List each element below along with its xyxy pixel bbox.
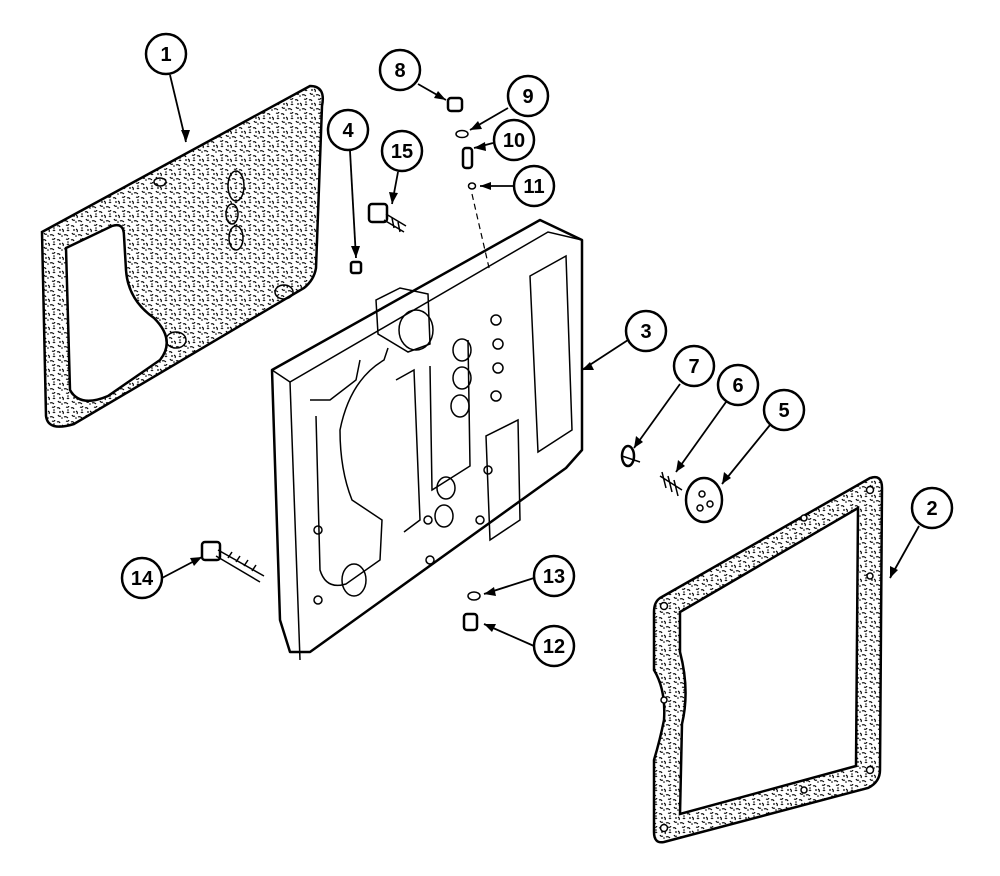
oring-part-9 <box>455 129 469 139</box>
gasket-frame-part-2 <box>652 475 884 844</box>
oring-part-11 <box>467 182 477 190</box>
callout-13: 13 <box>532 554 576 598</box>
callout-2: 2 <box>910 486 954 530</box>
callout-8-label: 8 <box>394 60 405 82</box>
callout-4: 4 <box>326 108 370 152</box>
callout-6-label: 6 <box>732 375 743 397</box>
callout-1-label: 1 <box>160 44 171 66</box>
gasket-plate-part-1 <box>40 84 324 428</box>
callout-11: 11 <box>512 164 556 208</box>
callout-7-label: 7 <box>688 356 699 378</box>
assembly-centerline <box>471 193 491 273</box>
callout-3: 3 <box>624 309 668 353</box>
callout-7: 7 <box>672 344 716 388</box>
callout-15: 15 <box>380 129 424 173</box>
plug-part-12 <box>462 612 479 632</box>
cover-part-5 <box>684 476 724 524</box>
callout-5: 5 <box>762 388 806 432</box>
callout-5-label: 5 <box>778 400 789 422</box>
callout-14: 14 <box>120 556 164 600</box>
callout-1: 1 <box>144 32 188 76</box>
callout-13-label: 13 <box>543 566 565 588</box>
sleeve-part-10 <box>461 146 474 170</box>
callout-8: 8 <box>378 48 422 92</box>
callout-11-label: 11 <box>523 176 544 198</box>
callout-9-label: 9 <box>522 86 533 108</box>
bolt-part-14 <box>200 540 265 583</box>
callout-3-label: 3 <box>640 321 651 343</box>
callout-15-label: 15 <box>391 141 413 163</box>
spring-part-6 <box>659 471 683 497</box>
callout-14-label: 14 <box>131 568 154 590</box>
callout-10: 10 <box>492 118 536 162</box>
callout-9: 9 <box>506 74 550 118</box>
leader-lines <box>161 74 920 647</box>
callout-6: 6 <box>716 363 760 407</box>
valve-body-part-3 <box>270 218 584 661</box>
oring-part-13 <box>467 591 481 601</box>
disc-part-7 <box>620 444 641 468</box>
callout-4-label: 4 <box>342 120 354 142</box>
plug-part-4 <box>349 260 363 275</box>
plug-part-8 <box>446 96 464 113</box>
bolt-part-15 <box>367 202 407 233</box>
callout-12-label: 12 <box>543 636 565 658</box>
callout-2-label: 2 <box>926 498 937 520</box>
callout-10-label: 10 <box>503 130 525 152</box>
callout-12: 12 <box>532 624 576 668</box>
